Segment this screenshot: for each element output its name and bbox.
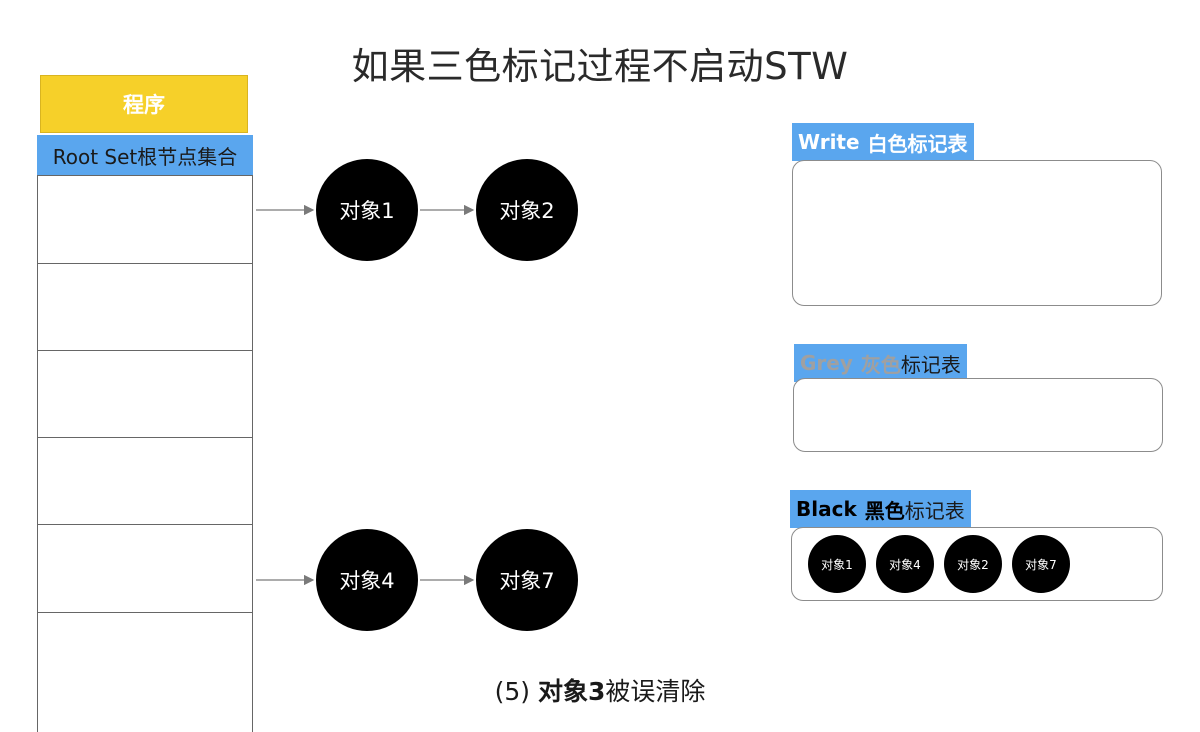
white-table-label-cn: 白色标记表 (867, 131, 968, 156)
root-set-label: Root Set根节点集合 (37, 135, 253, 175)
grey-table-label-en: Grey (800, 351, 853, 375)
grey-table-label-rest: 标记表 (900, 352, 961, 377)
caption-bold: 对象3 (537, 677, 606, 706)
black-table-item: 对象7 (1012, 535, 1070, 593)
white-table-label-en: Write (798, 130, 860, 154)
black-table-label: Black 黑色 标记表 (790, 490, 971, 528)
object-7-node: 对象7 (476, 529, 578, 631)
white-table-label: Write 白色标记表 (792, 123, 974, 161)
program-header: 程序 (40, 75, 248, 133)
root-slot-5 (37, 524, 253, 613)
grey-table-label: Grey 灰色 标记表 (794, 344, 967, 382)
black-table-item: 对象4 (876, 535, 934, 593)
object-1-node: 对象1 (316, 159, 418, 261)
caption-prefix: (5) (494, 677, 538, 706)
white-mark-table (792, 160, 1162, 306)
root-slot-6 (37, 612, 253, 732)
black-table-label-rest: 标记表 (904, 498, 965, 523)
root-slot-4 (37, 437, 253, 525)
black-table-item: 对象2 (944, 535, 1002, 593)
caption-suffix: 被误清除 (605, 677, 706, 706)
object-2-node: 对象2 (476, 159, 578, 261)
black-table-label-color: 黑色 (864, 498, 905, 523)
grey-table-label-color: 灰色 (860, 352, 901, 377)
step-caption: (5) 对象3被误清除 (0, 672, 1200, 708)
black-table-label-en: Black (796, 497, 857, 521)
black-table-item: 对象1 (808, 535, 866, 593)
diagram-title: 如果三色标记过程不启动STW (351, 45, 849, 88)
grey-mark-table (793, 378, 1163, 452)
object-4-node: 对象4 (316, 529, 418, 631)
